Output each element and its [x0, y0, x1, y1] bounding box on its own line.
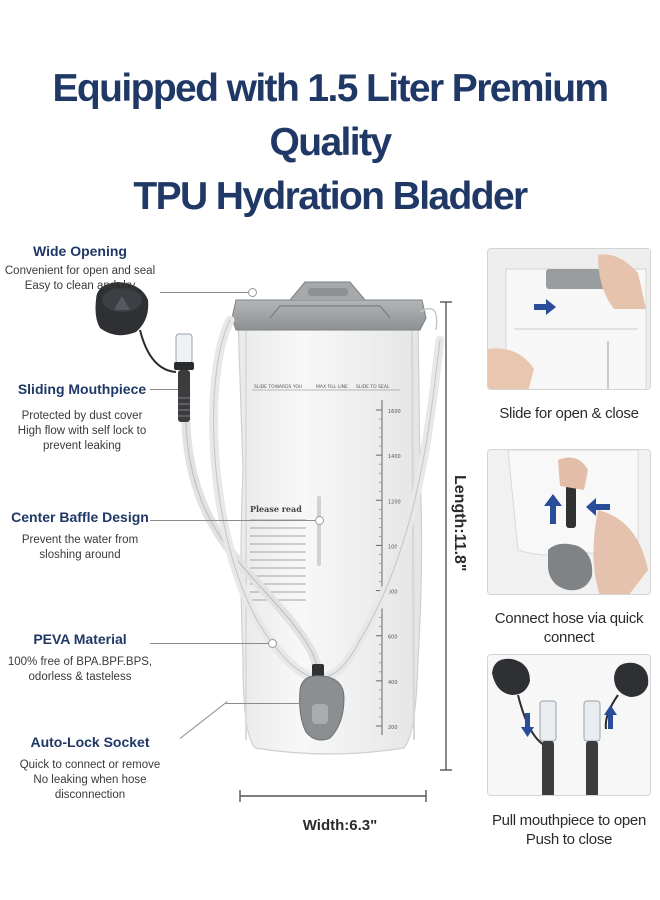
- volume-scale: 1600 1400 1200 1000 800 600 400 200: [376, 400, 401, 735]
- length-dimension: Length:11.8": [440, 300, 480, 770]
- feature-auto-lock-socket: Auto-Lock Socket Quick to connect or rem…: [0, 734, 180, 803]
- center-baffle: [317, 496, 321, 566]
- panel-connect-hose: [487, 449, 651, 595]
- scale-label: 1000: [388, 544, 401, 550]
- feature-desc-line: High flow with self lock to: [17, 425, 147, 437]
- hose-loop: [209, 315, 445, 683]
- scale-label: 1400: [388, 454, 401, 460]
- caption-line: Slide for open & close: [499, 405, 639, 422]
- arrow-up-icon: [604, 705, 617, 729]
- feature-desc-line: Convenient for open and seal: [4, 265, 156, 277]
- feature-title: Center Baffle Design: [11, 509, 149, 525]
- scale-label: 400: [388, 680, 398, 686]
- connector-baffle: [150, 520, 318, 521]
- caption-line: Connect hose via quick: [494, 610, 644, 627]
- feature-center-baffle: Center Baffle Design Prevent the water f…: [0, 509, 160, 563]
- caption-line: Push to close: [525, 831, 613, 848]
- feature-desc-line: 100% free of BPA.BPF.BPS,: [7, 656, 153, 668]
- feature-desc-line: No leaking when hose disconnection: [33, 774, 147, 801]
- connector-socket: [179, 701, 228, 739]
- caption-line: connect: [543, 629, 595, 646]
- feature-peva-material: PEVA Material 100% free of BPA.BPF.BPS, …: [0, 631, 160, 685]
- feature-wide-opening: Wide Opening Convenient for open and sea…: [0, 243, 160, 294]
- length-label: Length:11.8": [451, 475, 468, 572]
- feature-desc-line: Quick to connect or remove: [19, 759, 161, 771]
- arrow-left-icon: [586, 498, 610, 516]
- bite-valve: [174, 333, 194, 422]
- width-label: Width:6.3": [302, 817, 378, 834]
- scale-label: 800: [388, 590, 398, 596]
- feature-desc-line: Easy to clean and dry: [24, 280, 136, 292]
- feature-title: Wide Opening: [33, 243, 127, 259]
- feature-title: Auto-Lock Socket: [30, 734, 150, 750]
- arrow-up-icon: [544, 494, 562, 524]
- feature-desc-line: Protected by dust cover: [21, 410, 143, 422]
- scale-label: 1600: [388, 409, 401, 415]
- feature-desc-line: Prevent the water from: [21, 534, 139, 546]
- page-title: Equipped with 1.5 Liter Premium Quality …: [0, 62, 660, 224]
- print-note-title: Please read: [250, 504, 302, 514]
- feature-desc-line: prevent leaking: [43, 440, 121, 452]
- bladder-bag: [237, 317, 423, 755]
- print-max-fill: MAX FILL LINE: [316, 384, 348, 390]
- caption-connect-hose: Connect hose via quick connect: [475, 609, 660, 647]
- drink-hose: [181, 387, 323, 681]
- bladder-top-print: SLIDE TOWARDS YOU MAX FILL LINE SLIDE TO…: [252, 384, 400, 391]
- feature-title: PEVA Material: [33, 631, 127, 647]
- arrow-down-icon: [521, 713, 534, 737]
- title-line-1: Equipped with 1.5 Liter Premium Quality: [52, 67, 610, 164]
- instruction-print: Please read: [250, 504, 306, 601]
- scale-label: 600: [388, 635, 398, 641]
- print-slide-seal: SLIDE TO SEAL: [356, 384, 390, 390]
- caption-line: Pull mouthpiece to open: [491, 812, 647, 829]
- panel-slide-illustration: [488, 249, 650, 389]
- connector-socket-2: [226, 703, 306, 704]
- dot-wide-opening: [248, 288, 257, 297]
- caption-slide-open: Slide for open & close: [475, 404, 660, 423]
- title-line-2: TPU Hydration Bladder: [133, 175, 528, 218]
- arrow-right-icon: [534, 299, 556, 315]
- feature-title: Sliding Mouthpiece: [17, 381, 147, 397]
- caption-mouthpiece: Pull mouthpiece to open Push to close: [475, 811, 660, 849]
- panel-slide-open: [487, 248, 651, 390]
- scale-label: 200: [388, 725, 398, 731]
- auto-lock-socket: [299, 664, 345, 741]
- feature-desc-line: odorless & tasteless: [28, 671, 132, 683]
- feature-sliding-mouthpiece: Sliding Mouthpiece Protected by dust cov…: [2, 381, 162, 454]
- feature-desc-line: sloshing around: [39, 549, 121, 561]
- panel-mouthpiece: [487, 654, 651, 796]
- scale-label: 1200: [388, 499, 401, 505]
- connector-mouthpiece: [150, 389, 178, 390]
- slide-clip: [231, 299, 427, 331]
- width-dimension-line: [239, 790, 427, 802]
- panel-connect-illustration: [488, 450, 650, 594]
- dot-baffle: [315, 516, 324, 525]
- dot-peva: [268, 639, 277, 648]
- connector-wide-opening: [160, 292, 252, 293]
- print-slide-towards: SLIDE TOWARDS YOU: [254, 384, 302, 390]
- dust-cover: [95, 282, 177, 373]
- panel-mouthpiece-illustration: [488, 655, 650, 795]
- connector-peva: [150, 643, 272, 644]
